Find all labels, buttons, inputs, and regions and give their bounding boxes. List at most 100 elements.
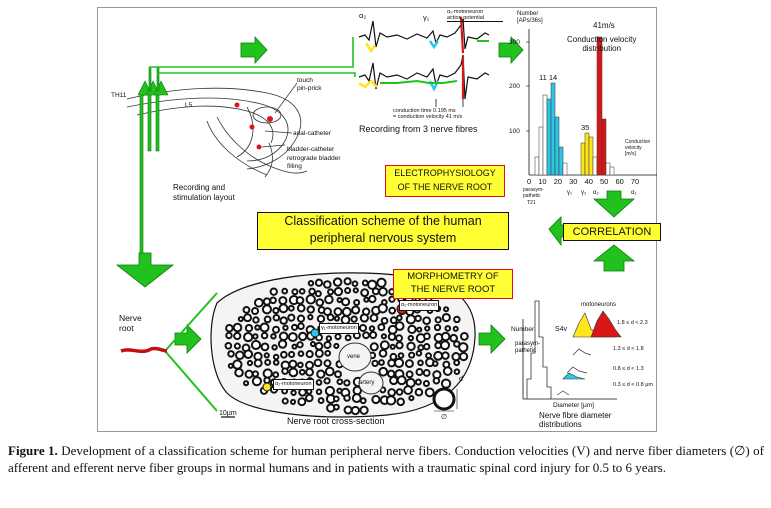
nerve-fiber — [251, 376, 262, 387]
diameter-histogram — [522, 300, 622, 400]
nerve-fiber — [298, 368, 306, 376]
nerve-fiber — [458, 351, 469, 362]
nerve-fiber — [422, 316, 431, 326]
nerve-fiber — [269, 287, 278, 296]
nerve-fiber — [323, 377, 331, 385]
nerve-fiber — [291, 343, 298, 350]
nerve-fiber — [359, 397, 367, 405]
nerve-fiber — [233, 331, 242, 341]
nerve-fiber — [387, 332, 397, 341]
vene-label: vene — [347, 354, 361, 360]
nerve-fiber — [423, 343, 431, 351]
nerve-fiber — [408, 351, 416, 359]
nerve-fiber — [298, 331, 308, 342]
nerve-fiber — [296, 303, 306, 313]
nerve-fiber — [395, 334, 404, 343]
nerve-fiber — [367, 279, 378, 290]
nerve-fiber — [297, 397, 307, 407]
nerve-fiber — [417, 344, 425, 352]
nerve-fiber — [396, 375, 407, 386]
figure-panel: α₂ γ₁ α₁-motoneuron action potential con… — [97, 7, 661, 432]
nerve-fiber — [291, 288, 299, 296]
nerve-fiber — [242, 305, 251, 314]
nerve-fiber — [323, 307, 332, 317]
nerve-fiber — [393, 357, 405, 368]
nerve-fiber — [433, 323, 442, 332]
nerve-fiber — [252, 333, 259, 340]
nerve-fiber — [254, 324, 261, 331]
nerve-fiber — [290, 389, 297, 396]
nerve-fiber — [453, 315, 461, 324]
nerve-fiber — [324, 349, 332, 357]
nerve-fiber — [287, 332, 298, 343]
nerve-fiber — [278, 296, 288, 306]
diam-title: Nerve fibre diameter distributions — [539, 411, 612, 429]
nerve-fiber — [341, 297, 351, 307]
gamma1-label: γ₁ — [423, 13, 430, 22]
retrograde-label: retrograde bladder filling — [287, 155, 341, 170]
scale-label: 10μm — [219, 410, 237, 417]
alpha-motoneuron-ap-label: α₁-motoneuron action potential — [447, 9, 503, 22]
nerve-fiber — [369, 331, 378, 339]
alpha2-motoneuron-label: α₂-motoneuron — [273, 379, 314, 390]
cv-xticks: 0 10 20 30 40 50 60 70 — [527, 177, 640, 186]
classification-scheme-box: Classification scheme of the human perip… — [257, 212, 509, 250]
nerve-fiber — [371, 359, 379, 368]
cross-section-caption: Nerve root cross-section — [287, 416, 385, 426]
figure-caption: Figure 1. Development of a classificatio… — [8, 443, 764, 476]
nerve-fiber — [297, 322, 305, 330]
recording-layout-label: Recording and stimulation layout — [173, 183, 235, 202]
nerve-fiber — [395, 388, 404, 396]
nerve-fiber — [369, 342, 379, 352]
nerve-fiber — [252, 316, 260, 324]
nerve-fiber — [327, 288, 335, 296]
nerve-fiber — [388, 306, 397, 315]
nerve-fiber — [332, 395, 340, 403]
nerve-fiber — [343, 379, 351, 387]
phi-label: ∅ — [441, 414, 448, 421]
nerve-fiber — [377, 323, 386, 332]
nerve-fiber — [272, 313, 281, 322]
nerve-fiber — [361, 279, 369, 287]
caption-label: Figure 1. — [8, 443, 58, 458]
nerve-fiber — [262, 368, 273, 379]
touch-label: touch pin-prick — [297, 77, 322, 92]
caption-text: Development of a classification scheme f… — [8, 443, 764, 475]
nerve-fiber — [282, 324, 289, 331]
nerve-fiber — [368, 325, 376, 332]
cv-peak-label: 41m/s — [593, 21, 615, 30]
nerve-fiber — [405, 314, 417, 325]
diam-ylabel: Number — [511, 326, 535, 333]
nerve-fiber — [232, 322, 243, 333]
nerve-fiber — [414, 378, 422, 386]
nerve-fiber — [314, 341, 324, 351]
nerve-fiber — [272, 371, 280, 379]
nerve-fiber — [440, 378, 452, 389]
nerve-fiber — [232, 359, 243, 370]
nerve-fiber — [253, 358, 263, 368]
nerve-fiber — [369, 313, 379, 323]
nerve-fiber — [350, 315, 358, 323]
nerve-fiber — [323, 359, 332, 368]
nerve-fiber — [405, 370, 414, 379]
diam-range-1: 1.8 ≤ d < 2.3 — [617, 320, 648, 326]
bladder-catheter-label: bladder-catheter — [287, 146, 335, 153]
nerve-fiber — [315, 379, 323, 386]
nerve-fiber — [336, 378, 344, 386]
nerve-fiber — [434, 316, 442, 324]
nerve-fiber — [334, 370, 342, 379]
nerve-fiber — [378, 348, 388, 358]
nerve-fiber — [443, 306, 450, 313]
nerve-fiber — [380, 316, 389, 325]
nerve-fiber — [407, 324, 417, 335]
nerve-fiber — [288, 350, 296, 358]
nerve-fiber — [272, 353, 280, 361]
diam-range-2: 1.3 ≤ d < 1.8 — [613, 346, 644, 352]
nerve-fiber — [325, 335, 333, 342]
anal-catheter-label: anal-catheter — [293, 130, 331, 137]
nerve-fiber — [287, 304, 295, 312]
nerve-fiber — [307, 279, 315, 287]
nerve-fiber — [297, 361, 304, 369]
nerve-fiber — [272, 306, 280, 315]
nerve-fiber — [291, 323, 299, 331]
